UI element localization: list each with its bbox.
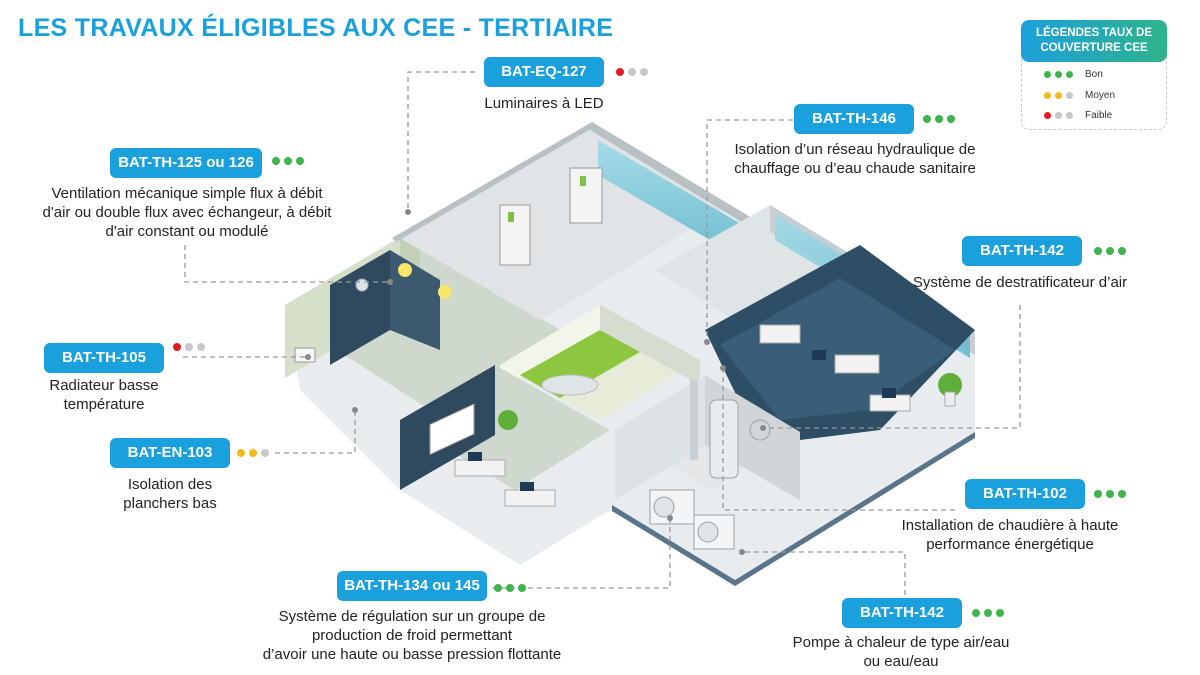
callout-desc-bat-en-103: Isolation des planchers bas (100, 475, 240, 513)
rating-dot (506, 584, 514, 592)
rating-dot (272, 157, 280, 165)
desc-line: Isolation d’un réseau hydraulique de (734, 141, 976, 158)
rating-dots-good (923, 115, 955, 123)
desc-line: d'air constant ou modulé (105, 223, 269, 240)
wall-meeting-room (330, 250, 390, 365)
desc-line: température (63, 396, 145, 413)
legend-title-line1: LÉGENDES TAUX DE (1035, 27, 1153, 39)
rating-dot (984, 609, 992, 617)
rating-dot (494, 584, 502, 592)
rating-dot (640, 68, 648, 76)
rating-dots-medium (237, 449, 269, 457)
rating-dot (1094, 490, 1102, 498)
legend-title-line2: COUVERTURE CEE (1040, 42, 1148, 54)
rating-dot (185, 343, 193, 351)
rating-dot (1094, 247, 1102, 255)
legend-row-low: Faible (1044, 110, 1112, 121)
coverage-legend: LÉGENDES TAUX DE COUVERTURE CEE Bon Moye… (1021, 20, 1167, 130)
callout-desc-bat-th-142-destrat: Système de destratificateur d’air (890, 273, 1150, 292)
rating-dot (1118, 490, 1126, 498)
rating-dot (1055, 71, 1062, 78)
rating-dot (284, 157, 292, 165)
radiator (294, 347, 316, 363)
legend-dot (1044, 112, 1051, 119)
desc-line: Installation de chaudière à haute (901, 517, 1119, 534)
rating-dot (1066, 112, 1073, 119)
rating-dots-low (173, 343, 205, 351)
callout-code-bat-en-103: BAT-EN-103 (110, 438, 230, 468)
desc-line: chauffage ou d’eau chaude sanitaire (734, 160, 976, 177)
rating-dot (173, 343, 181, 351)
desc-line: d’avoir une haute ou basse pression flot… (262, 646, 562, 663)
page-title: LES TRAVAUX ÉLIGIBLES AUX CEE - TERTIAIR… (18, 14, 614, 42)
desc-line: planchers bas (123, 495, 217, 512)
legend-row-good: Bon (1044, 69, 1103, 80)
rating-dot (947, 115, 955, 123)
rating-dot (996, 609, 1004, 617)
rating-dots-good (1094, 490, 1126, 498)
rating-dot (237, 449, 245, 457)
callout-desc-bat-th-105: Radiateur basse température (34, 376, 174, 414)
callout-desc-bat-th-146: Isolation d’un réseau hydraulique de chau… (710, 140, 1000, 178)
legend-label-medium: Moyen (1085, 90, 1116, 101)
rating-dot (1118, 247, 1126, 255)
callout-code-bat-th-146: BAT-TH-146 (794, 104, 914, 134)
rating-dot (197, 343, 205, 351)
desc-line: Ventilation mécanique simple flux à débi… (51, 185, 323, 202)
callout-desc-bat-eq-127: Luminaires à LED (444, 94, 644, 113)
callout-code-bat-th-102: BAT-TH-102 (965, 479, 1085, 509)
desc-line: ou eau/eau (863, 653, 939, 670)
rating-dot (1055, 92, 1062, 99)
callout-code-bat-th-125: BAT-TH-125 ou 126 (110, 148, 262, 178)
rating-dot (935, 115, 943, 123)
window-band-top (598, 140, 748, 262)
rating-dot (1066, 92, 1073, 99)
rating-dot (628, 68, 636, 76)
desc-line: production de froid permettant (311, 627, 513, 644)
rating-dot (1106, 490, 1114, 498)
rating-dots-good (1094, 247, 1126, 255)
callout-desc-bat-th-102: Installation de chaudière à haute perform… (880, 516, 1140, 554)
rating-dots-low (616, 68, 648, 76)
rating-dots-good (972, 609, 1004, 617)
desc-line: performance énergétique (926, 536, 1094, 553)
rating-dots-good (494, 584, 526, 592)
rating-dot (616, 68, 624, 76)
rating-dot (296, 157, 304, 165)
legend-dot (1044, 71, 1051, 78)
legend-label-good: Bon (1085, 69, 1103, 80)
callout-desc-bat-th-125: Ventilation mécanique simple flux à débi… (22, 184, 352, 241)
desc-line: d'air ou double flux avec échangeur, à d… (42, 204, 332, 221)
callout-desc-bat-th-134: Système de régulation sur un groupe de pr… (232, 607, 592, 664)
rating-dot (923, 115, 931, 123)
rating-dot (1106, 247, 1114, 255)
callout-code-bat-th-142-pac: BAT-TH-142 (842, 598, 962, 628)
callout-code-bat-th-142-destrat: BAT-TH-142 (962, 236, 1082, 266)
legend-title: LÉGENDES TAUX DE COUVERTURE CEE (1021, 20, 1167, 62)
desc-line: Luminaires à LED (484, 95, 604, 112)
desc-line: Système de destratificateur d’air (912, 274, 1128, 291)
desc-line: Radiateur basse (49, 377, 159, 394)
legend-label-low: Faible (1085, 110, 1113, 121)
rating-dot (249, 449, 257, 457)
rating-dot (261, 449, 269, 457)
callout-desc-bat-th-142-pac: Pompe à chaleur de type air/eau ou eau/ea… (766, 633, 1036, 671)
rating-dot (1055, 112, 1062, 119)
desc-line: Système de régulation sur un groupe de (278, 608, 546, 625)
legend-row-medium: Moyen (1044, 90, 1115, 101)
desc-line: Pompe à chaleur de type air/eau (792, 634, 1010, 651)
rating-dot (1066, 71, 1073, 78)
callout-code-bat-eq-127: BAT-EQ-127 (484, 57, 604, 87)
rating-dot (518, 584, 526, 592)
callout-code-bat-th-134: BAT-TH-134 ou 145 (337, 571, 487, 601)
rating-dot (972, 609, 980, 617)
callout-code-bat-th-105: BAT-TH-105 (44, 343, 164, 373)
rating-dots-good (272, 157, 304, 165)
legend-dot (1044, 92, 1051, 99)
desc-line: Isolation des (127, 476, 213, 493)
boiler (709, 399, 739, 479)
